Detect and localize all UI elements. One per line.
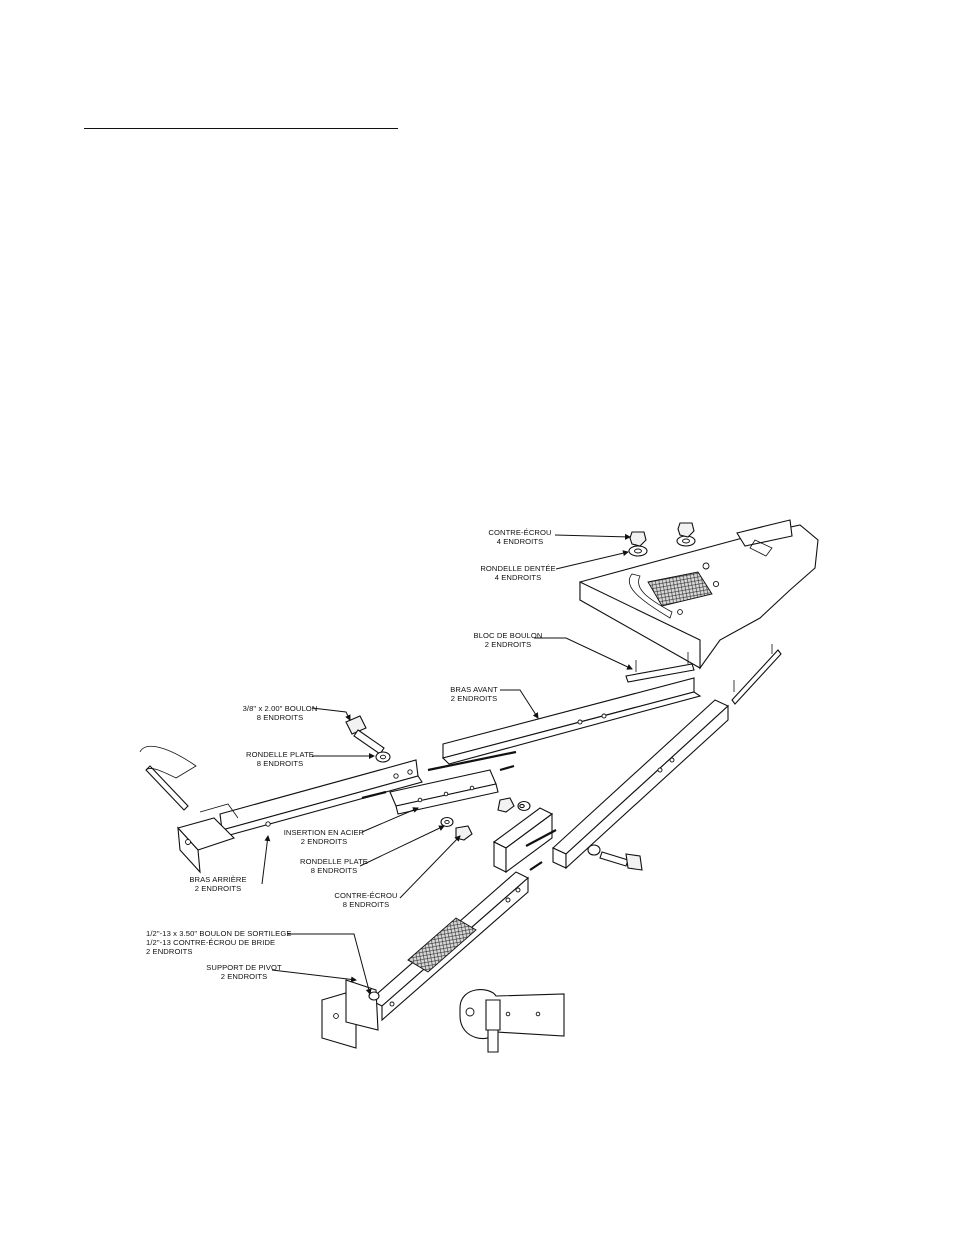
pivot-detail-view: [459, 989, 565, 1053]
leader-lines: [261, 533, 633, 995]
svg-text:2 ENDROITS: 2 ENDROITS: [451, 694, 498, 703]
svg-text:RONDELLE PLATE: RONDELLE PLATE: [246, 750, 314, 759]
svg-text:BRAS ARRIÈRE: BRAS ARRIÈRE: [189, 875, 246, 884]
svg-text:8 ENDROITS: 8 ENDROITS: [311, 866, 358, 875]
label-support-de-pivot: SUPPORT DE PIVOT 2 ENDROITS: [206, 963, 282, 981]
label-bloc-de-boulon: BLOC DE BOULON 2 ENDROITS: [474, 631, 543, 649]
insertion-en-acier-upper: [361, 750, 517, 815]
svg-text:2 ENDROITS: 2 ENDROITS: [221, 972, 268, 981]
svg-text:4 ENDROITS: 4 ENDROITS: [495, 573, 542, 582]
label-boulon-de-sortilege: 1/2"-13 x 3.50" BOULON DE SORTILEGE 1/2"…: [146, 929, 292, 956]
label-contre-ecrou-bottom: CONTRE-ÉCROU 8 ENDROITS: [334, 891, 397, 909]
svg-text:CONTRE-ÉCROU: CONTRE-ÉCROU: [488, 528, 551, 537]
svg-text:8 ENDROITS: 8 ENDROITS: [343, 900, 390, 909]
header-rule: [84, 128, 398, 129]
svg-text:RONDELLE DENTÉE: RONDELLE DENTÉE: [480, 564, 555, 573]
bras-arriere-upper: [176, 759, 423, 874]
svg-text:BLOC DE BOULON: BLOC DE BOULON: [474, 631, 543, 640]
label-insertion-en-acier: INSERTION EN ACIER 2 ENDROITS: [284, 828, 365, 846]
boulon-3-8-part: [345, 715, 391, 763]
bolt-right: [587, 844, 643, 871]
contre-ecrou-top-parts: [628, 522, 696, 557]
svg-text:2 ENDROITS: 2 ENDROITS: [146, 947, 193, 956]
svg-text:2 ENDROITS: 2 ENDROITS: [195, 884, 242, 893]
label-rondelle-dentee: RONDELLE DENTÉE 4 ENDROITS: [480, 564, 555, 582]
label-contre-ecrou-top: CONTRE-ÉCROU 4 ENDROITS: [488, 528, 551, 546]
insertion-en-acier-lower: [492, 807, 557, 874]
svg-text:SUPPORT DE PIVOT: SUPPORT DE PIVOT: [206, 963, 282, 972]
svg-text:2 ENDROITS: 2 ENDROITS: [301, 837, 348, 846]
bras-avant-lower: [552, 699, 729, 870]
svg-text:3/8" x 2.00" BOULON: 3/8" x 2.00" BOULON: [243, 704, 318, 713]
svg-text:RONDELLE PLATE: RONDELLE PLATE: [300, 857, 368, 866]
label-boulon-3-8: 3/8" x 2.00" BOULON 8 ENDROITS: [243, 704, 318, 722]
label-rondelle-plate-bottom: RONDELLE PLATE 8 ENDROITS: [300, 857, 368, 875]
svg-text:1/2"-13 x 3.50" BOULON DE SORT: 1/2"-13 x 3.50" BOULON DE SORTILEGE: [146, 929, 292, 938]
svg-text:4 ENDROITS: 4 ENDROITS: [497, 537, 544, 546]
bras-avant-upper: [441, 677, 702, 765]
svg-text:CONTRE-ÉCROU: CONTRE-ÉCROU: [334, 891, 397, 900]
svg-text:INSERTION EN ACIER: INSERTION EN ACIER: [284, 828, 365, 837]
bloc-de-boulon-parts: [625, 644, 782, 705]
coupler-head: [579, 519, 819, 670]
svg-text:8 ENDROITS: 8 ENDROITS: [257, 713, 304, 722]
svg-text:1/2"-13 CONTRE-ÉCROU DE BRIDE: 1/2"-13 CONTRE-ÉCROU DE BRIDE: [146, 938, 275, 947]
label-bras-arriere: BRAS ARRIÈRE 2 ENDROITS: [189, 875, 246, 893]
svg-text:BRAS AVANT: BRAS AVANT: [450, 685, 498, 694]
svg-text:8 ENDROITS: 8 ENDROITS: [257, 759, 304, 768]
svg-text:2 ENDROITS: 2 ENDROITS: [485, 640, 532, 649]
label-rondelle-plate-top: RONDELLE PLATE 8 ENDROITS: [246, 750, 314, 768]
label-bras-avant: BRAS AVANT 2 ENDROITS: [450, 685, 498, 703]
pin-with-clip: [139, 745, 197, 811]
